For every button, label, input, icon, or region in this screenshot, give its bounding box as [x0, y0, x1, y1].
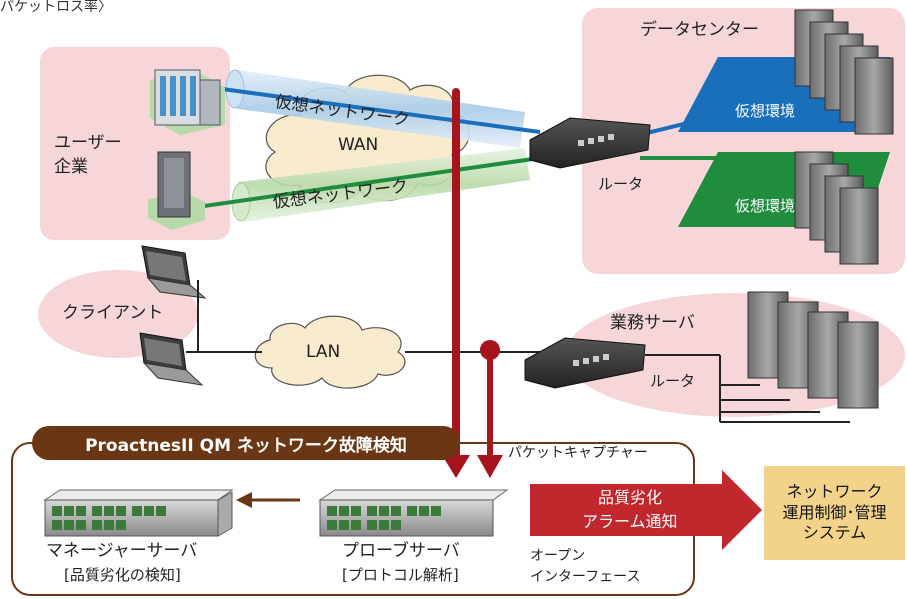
laptop-icon-2 [139, 332, 204, 386]
datacenter-servers-top [794, 9, 894, 135]
open-interface-label-2: インターフェース [530, 569, 641, 585]
manager-server-sub: [品質劣化の検知] [64, 566, 181, 584]
lan-router-icon [524, 337, 646, 389]
alarm-label-1: 品質劣化 [598, 488, 663, 507]
probe-server-icon [318, 489, 509, 537]
management-system-line2: 運用制御･管理 [782, 502, 887, 522]
datacenter-servers-bottom [794, 151, 879, 265]
lan-cloud [254, 315, 406, 389]
top-caption: パケットロス率〉 [0, 0, 112, 15]
virtual-env-label-1: 仮想環境 [735, 102, 796, 120]
business-servers [747, 291, 879, 409]
alarm-label-2: アラーム通知 [582, 512, 678, 531]
management-system-line3: システム [802, 523, 867, 543]
lan-label: LAN [306, 342, 341, 362]
laptop-icon-1 [141, 245, 207, 299]
management-system-line1: ネットワーク [786, 481, 883, 501]
packet-capture-label: パケットキャプチャー [508, 445, 648, 461]
client-label: クライアント [62, 303, 164, 323]
business-server-label: 業務サーバ [610, 313, 695, 333]
probe-server-sub: [プロトコル解析] [342, 566, 459, 584]
capture-line-lan [477, 340, 503, 478]
qm-panel-title: ProactnesII QM ネットワーク故障検知 [32, 426, 460, 460]
manager-server-label: マネージャーサーバ [46, 541, 198, 561]
management-system-box: ネットワーク 運用制御･管理 システム [764, 466, 905, 560]
lan-router-label: ルータ [650, 372, 696, 390]
probe-server-label: プローブサーバ [342, 541, 460, 561]
user-company-label-1: ユーザー [54, 133, 122, 153]
manager-server-icon [43, 489, 234, 537]
wan-label: WAN [338, 135, 379, 155]
office-building-icon [150, 69, 225, 135]
virtual-network-tunnel-1 [199, 69, 541, 148]
tower-building-icon [148, 151, 205, 230]
capture-line-wan [442, 88, 470, 478]
virtual-env-label-2: 仮想環境 [735, 197, 796, 215]
datacenter-router-icon [529, 117, 651, 169]
user-company-label-2: 企業 [54, 157, 88, 177]
open-interface-label-1: オープン [530, 548, 586, 564]
probe-to-manager-arrow [236, 492, 300, 508]
datacenter-router-label: ルータ [598, 175, 644, 193]
alarm-arrow [530, 470, 762, 550]
datacenter-title: データセンター [640, 20, 759, 40]
